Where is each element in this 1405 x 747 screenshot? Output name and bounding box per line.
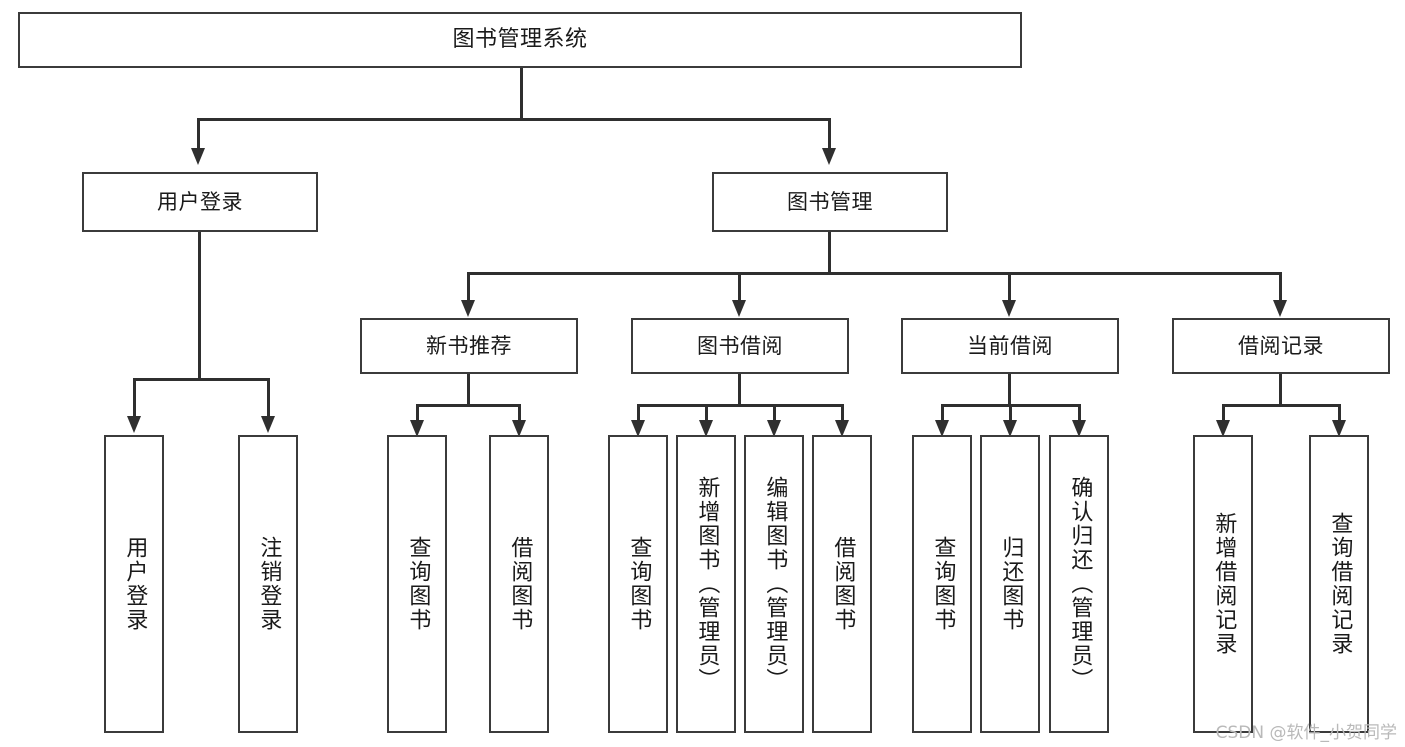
connector-book-borrow-drop-2 <box>705 404 708 422</box>
connector-borrow-record-drop-1 <box>1222 404 1225 422</box>
arrowhead-leaf-logout-login <box>261 416 275 433</box>
csdn-watermark: CSDN @软件_小贺同学 <box>1215 723 1397 743</box>
leaf-borrow-book-2[interactable]: 借阅图书 <box>812 435 872 733</box>
node-book-borrow[interactable]: 图书借阅 <box>631 318 849 374</box>
leaf-user-login[interactable]: 用户登录 <box>104 435 164 733</box>
leaf-borrow-book-1[interactable]: 借阅图书 <box>489 435 549 733</box>
connector-book-borrow-stem <box>738 374 741 406</box>
connector-level2-drop-1 <box>467 272 470 302</box>
arrowhead-leaf-borrow-book-2 <box>835 420 849 437</box>
connector-book-borrow-drop-4 <box>841 404 844 422</box>
arrowhead-level2-current-borrow <box>1002 300 1016 317</box>
leaf-add-record-label: 新增借阅记录 <box>1211 512 1237 656</box>
arrowhead-leaf-borrow-book-1 <box>512 420 526 437</box>
connector-level1-drop-book <box>828 118 831 148</box>
leaf-query-book-3-label: 查询图书 <box>930 536 956 632</box>
leaf-confirm-return-label: 确认归还（管理员） <box>1067 476 1093 692</box>
connector-borrow-record-drop-2 <box>1338 404 1341 422</box>
arrowhead-level1-book <box>822 148 836 165</box>
connector-new-book-rec-drop-2 <box>518 404 521 422</box>
leaf-query-record[interactable]: 查询借阅记录 <box>1309 435 1369 733</box>
connector-user-login-drop-1 <box>133 378 136 416</box>
connector-book-borrow-bus <box>637 404 843 407</box>
leaf-add-book-label: 新增图书（管理员） <box>694 476 720 692</box>
connector-new-book-rec-drop-1 <box>416 404 419 422</box>
arrowhead-level2-book-borrow <box>732 300 746 317</box>
node-book-manage[interactable]: 图书管理 <box>712 172 948 232</box>
connector-book-borrow-drop-3 <box>773 404 776 422</box>
node-new-book-rec-label: 新书推荐 <box>426 333 512 358</box>
arrowhead-leaf-edit-book <box>767 420 781 437</box>
node-new-book-rec[interactable]: 新书推荐 <box>360 318 578 374</box>
arrowhead-leaf-query-book-3 <box>935 420 949 437</box>
connector-user-login-stem <box>198 232 201 380</box>
node-user-login[interactable]: 用户登录 <box>82 172 318 232</box>
node-book-manage-label: 图书管理 <box>787 189 873 214</box>
leaf-return-book-label: 归还图书 <box>998 536 1024 632</box>
connector-book-manage-stem <box>828 232 831 274</box>
arrowhead-leaf-return-book <box>1003 420 1017 437</box>
connector-book-borrow-drop-1 <box>637 404 640 422</box>
node-root-system-label: 图书管理系统 <box>452 26 588 52</box>
node-root-system[interactable]: 图书管理系统 <box>18 12 1022 68</box>
arrowhead-leaf-confirm-return <box>1072 420 1086 437</box>
leaf-query-book-2[interactable]: 查询图书 <box>608 435 668 733</box>
connector-current-borrow-drop-1 <box>941 404 944 422</box>
connector-new-book-rec-bus <box>416 404 520 407</box>
leaf-return-book[interactable]: 归还图书 <box>980 435 1040 733</box>
arrowhead-leaf-add-book <box>699 420 713 437</box>
connector-level1-bus <box>197 118 830 121</box>
connector-root-stem <box>520 68 523 120</box>
leaf-logout-login-label: 注销登录 <box>256 536 282 632</box>
connector-current-borrow-drop-3 <box>1078 404 1081 422</box>
arrowhead-level2-new-book-rec <box>461 300 475 317</box>
node-borrow-record[interactable]: 借阅记录 <box>1172 318 1390 374</box>
arrowhead-level1-user <box>191 148 205 165</box>
arrowhead-leaf-query-record <box>1332 420 1346 437</box>
node-current-borrow-label: 当前借阅 <box>967 333 1053 358</box>
connector-level1-drop-user <box>197 118 200 148</box>
leaf-query-record-label: 查询借阅记录 <box>1327 512 1353 656</box>
connector-new-book-rec-stem <box>467 374 470 406</box>
connector-current-borrow-stem <box>1008 374 1011 406</box>
connector-current-borrow-drop-2 <box>1009 404 1012 422</box>
leaf-query-book-1-label: 查询图书 <box>405 536 431 632</box>
node-book-borrow-label: 图书借阅 <box>697 333 783 358</box>
arrowhead-leaf-query-book-1 <box>410 420 424 437</box>
connector-level2-drop-2 <box>738 272 741 302</box>
leaf-add-record[interactable]: 新增借阅记录 <box>1193 435 1253 733</box>
leaf-query-book-2-label: 查询图书 <box>626 536 652 632</box>
leaf-confirm-return[interactable]: 确认归还（管理员） <box>1049 435 1109 733</box>
node-current-borrow[interactable]: 当前借阅 <box>901 318 1119 374</box>
node-user-login-label: 用户登录 <box>157 189 243 214</box>
leaf-query-book-3[interactable]: 查询图书 <box>912 435 972 733</box>
leaf-logout-login[interactable]: 注销登录 <box>238 435 298 733</box>
arrowhead-leaf-query-book-2 <box>631 420 645 437</box>
leaf-borrow-book-2-label: 借阅图书 <box>830 536 856 632</box>
arrowhead-level2-borrow-record <box>1273 300 1287 317</box>
leaf-edit-book-label: 编辑图书（管理员） <box>762 476 788 692</box>
node-borrow-record-label: 借阅记录 <box>1238 333 1324 358</box>
leaf-borrow-book-1-label: 借阅图书 <box>507 536 533 632</box>
connector-borrow-record-bus <box>1222 404 1340 407</box>
leaf-edit-book[interactable]: 编辑图书（管理员） <box>744 435 804 733</box>
connector-level2-bus <box>467 272 1282 275</box>
connector-user-login-bus <box>133 378 269 381</box>
arrowhead-leaf-add-record <box>1216 420 1230 437</box>
connector-level2-drop-3 <box>1008 272 1011 302</box>
arrowhead-leaf-user-login <box>127 416 141 433</box>
connector-user-login-drop-2 <box>267 378 270 416</box>
leaf-query-book-1[interactable]: 查询图书 <box>387 435 447 733</box>
connector-borrow-record-stem <box>1279 374 1282 406</box>
leaf-add-book[interactable]: 新增图书（管理员） <box>676 435 736 733</box>
connector-level2-drop-4 <box>1279 272 1282 302</box>
leaf-user-login-label: 用户登录 <box>122 536 148 632</box>
